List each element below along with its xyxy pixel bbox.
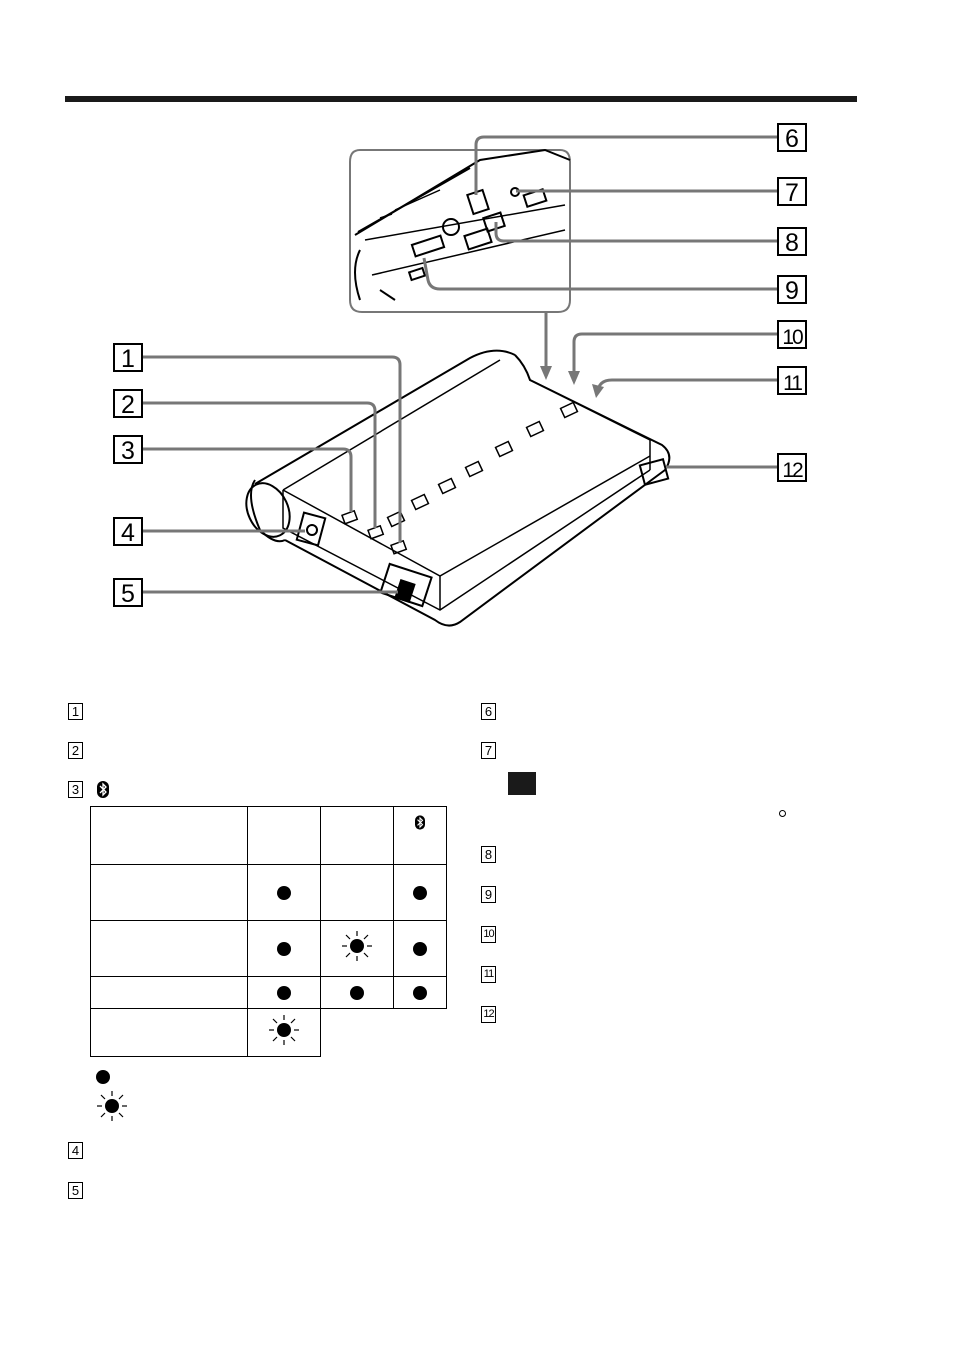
led-status-table [90,806,447,1057]
callout-9: 9 [785,277,799,305]
callout-3: 3 [121,437,135,465]
callout-10: 10 [782,326,803,349]
item-marker-2: 2 [68,742,83,759]
filled-circle-icon [277,941,291,956]
bluetooth-icon [97,781,109,798]
callout-4: 4 [121,519,135,547]
callout-11: 11 [783,372,802,395]
blinking-circle-icon [342,931,372,961]
header-rule [65,96,857,102]
filled-circle-icon [413,885,427,900]
note-mark [508,772,536,795]
filled-circle-icon [277,985,291,1000]
item-marker-11: 11 [481,966,496,983]
filled-circle-icon [413,985,427,1000]
callout-12: 12 [782,459,803,482]
callout-7: 7 [785,179,799,207]
table-row [90,976,447,1009]
table-row [90,1008,447,1057]
callout-1: 1 [121,345,135,373]
filled-circle-icon [350,985,364,1000]
item-marker-5: 5 [68,1182,83,1199]
callout-2: 2 [121,391,135,419]
table-row [90,864,447,921]
legend-on-icon [96,1070,110,1084]
item-marker-6: 6 [481,703,496,720]
item-marker-3: 3 [68,781,83,798]
item-marker-7: 7 [481,742,496,759]
legend-blink-icon [97,1091,127,1121]
device-illustration: 1 2 3 4 5 6 7 8 9 10 11 12 [113,123,807,627]
item-marker-8: 8 [481,846,496,863]
item-marker-9: 9 [481,886,496,903]
item-marker-4: 4 [68,1142,83,1159]
table-row [90,920,447,977]
bluetooth-icon [415,815,425,830]
callout-5: 5 [121,580,135,608]
item-marker-1: 1 [68,703,83,720]
callout-6: 6 [785,125,799,153]
item-marker-12: 12 [481,1006,496,1023]
item-marker-10: 10 [481,926,496,943]
filled-circle-icon [277,885,291,900]
degree-mark [779,810,786,817]
blinking-circle-icon [269,1015,299,1045]
callout-8: 8 [785,229,799,257]
filled-circle-icon [413,941,427,956]
table-row [90,806,447,865]
